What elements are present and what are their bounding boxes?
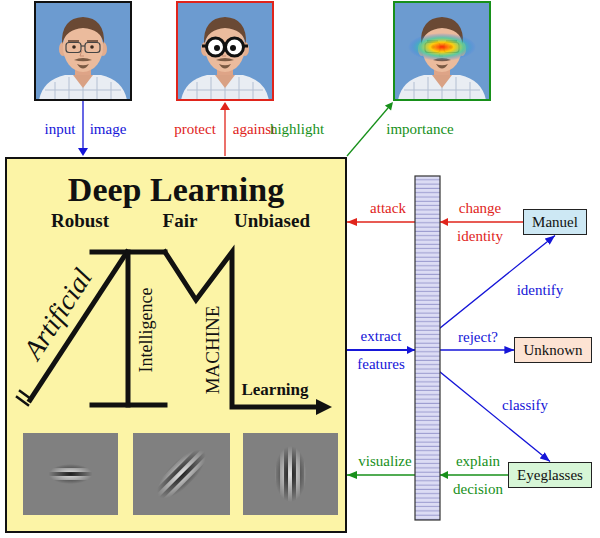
property-word: Unbiased [234, 210, 310, 232]
arrow-label: highlight [270, 120, 324, 138]
gabor-filters [23, 433, 338, 515]
property-word: Fair [163, 210, 198, 232]
edge-label: change identity [447, 194, 513, 250]
feature-vector [415, 176, 440, 520]
property-word: Robust [51, 210, 109, 232]
model-panel: Deep LearningRobust Fair UnbiasedArtificia… [5, 157, 347, 533]
edge-label: identify [517, 281, 564, 299]
logo-word: Artificial [17, 263, 99, 365]
input-photo [35, 2, 131, 100]
arrow-label: visualize [358, 452, 411, 470]
logo-word: Intelligence [136, 288, 157, 373]
panel-fill [5, 157, 347, 533]
arrow-label: image [90, 120, 127, 138]
edge-label: explain decision [445, 447, 511, 503]
node-text: Manuel [532, 213, 578, 232]
arrow-label: against [233, 120, 276, 138]
saliency-heatmap [408, 33, 476, 61]
arrow-label: importance [386, 120, 453, 138]
logo-word: Learning [241, 380, 308, 400]
identity-box: Manuel [523, 209, 587, 236]
arrow-label: extract features [348, 322, 414, 378]
class-box: Eyeglasses [508, 462, 592, 489]
reject-box: Unknown [514, 337, 591, 364]
protected-photo [177, 2, 273, 100]
logo-arrowhead [316, 399, 332, 415]
arrow-label: input [45, 120, 76, 138]
arrow-label: attack [370, 199, 406, 217]
node-text: Unknown [523, 341, 582, 360]
logo-word: MACHINE [202, 306, 224, 395]
photo-arrows [78, 101, 393, 156]
cartoon-glasses [202, 38, 248, 56]
node-text: Eyeglasses [517, 466, 583, 485]
edge-label: reject? [458, 328, 498, 346]
feature-arrowheads [407, 218, 448, 479]
edge-label: classify [502, 396, 548, 414]
panel-title: Deep Learning [68, 171, 284, 209]
aml-logo [17, 252, 318, 407]
heatmap-photo [394, 2, 490, 100]
arrow-label: protect [174, 120, 216, 138]
